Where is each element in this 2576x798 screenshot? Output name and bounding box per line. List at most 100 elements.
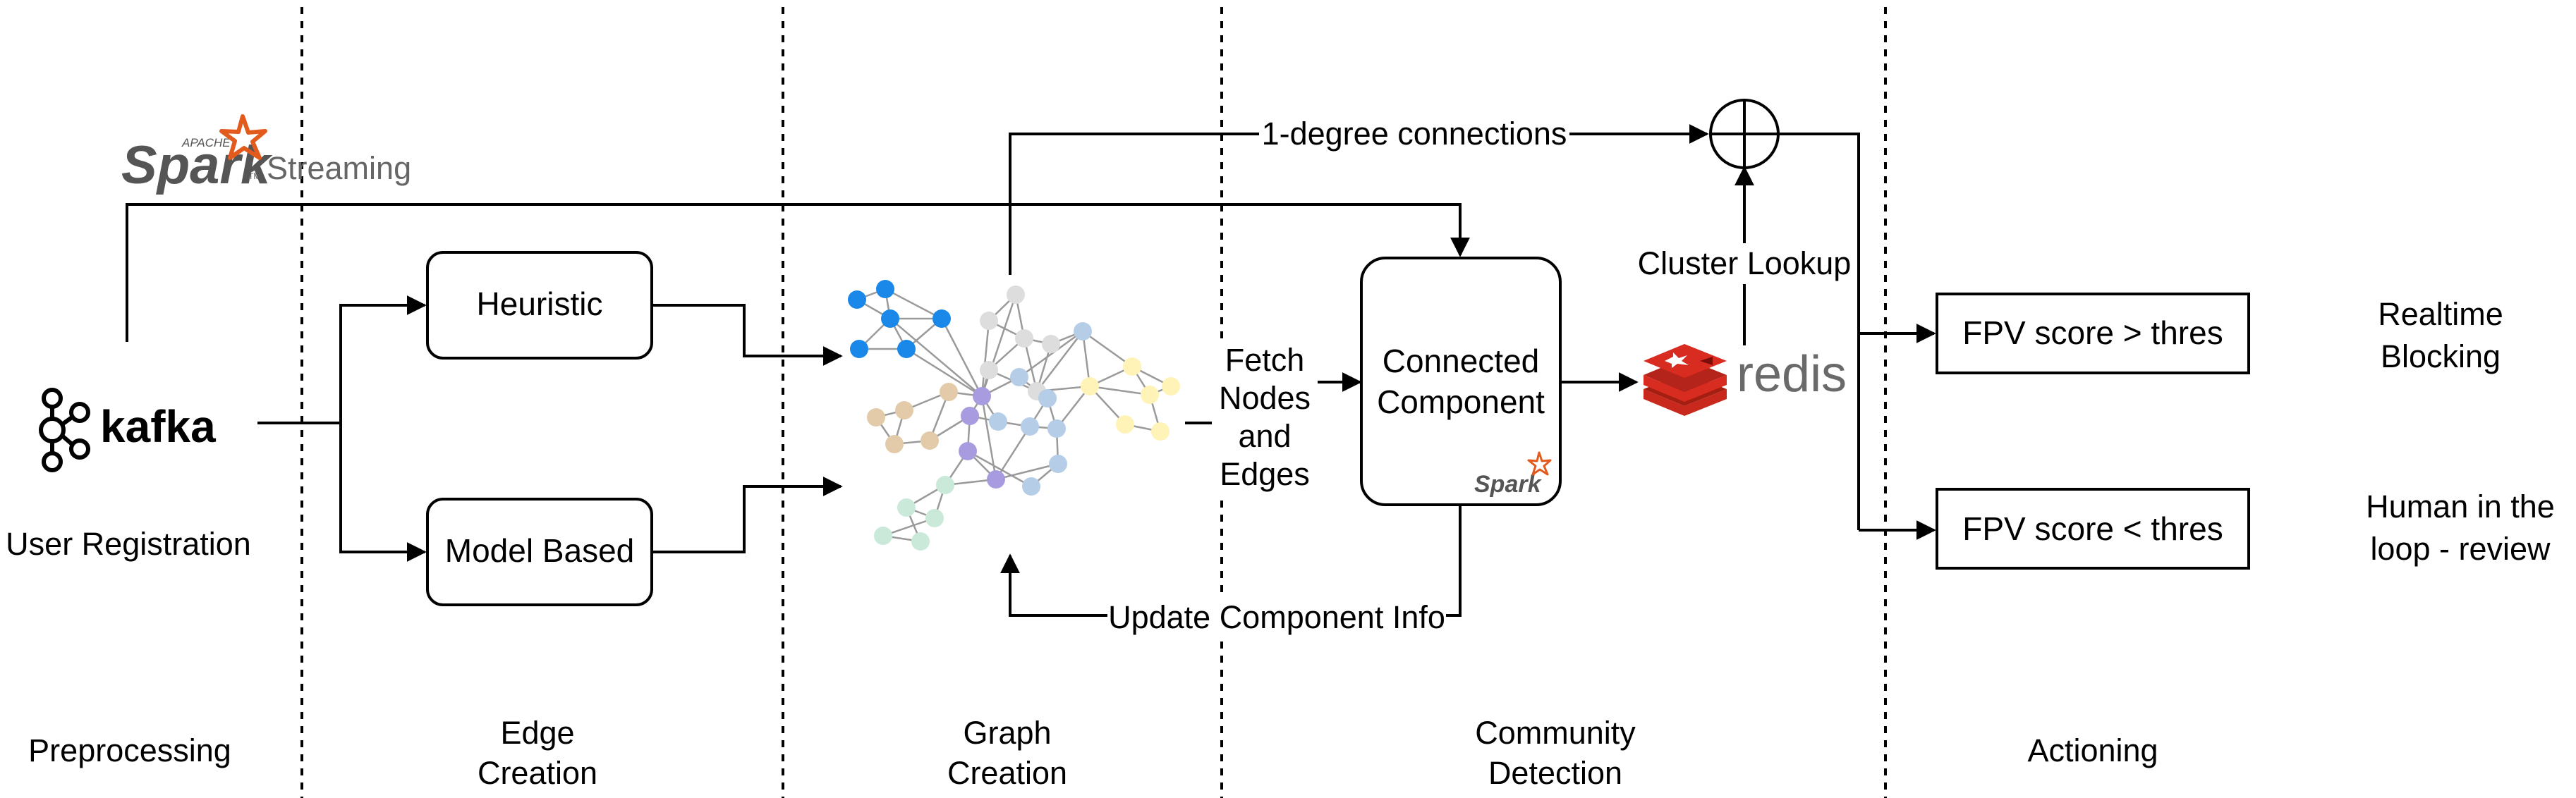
update-component-label: Update Component Info [1108,599,1445,635]
graph-node [1074,322,1092,340]
fpv-low-label: FPV score < thres [1962,510,2223,547]
graph-node [1022,477,1040,496]
connected-component-line2: Component [1377,383,1545,420]
graph-node [911,532,930,551]
graph-edge [1089,385,1150,396]
graph-node [925,509,944,527]
to-model-based-arrow [339,423,427,562]
graph-node [980,361,998,379]
fpv-low-box [1936,488,2250,570]
spark-tm-text: TM [248,171,260,181]
graph-node [936,476,954,494]
graph-node [1123,357,1141,376]
graph-edge [995,462,1059,481]
graph-node [1141,386,1159,404]
model-based-label: Model Based [445,532,635,569]
graph-node [1015,329,1033,348]
spark-streaming-text: Streaming [267,150,411,186]
fetch-label-bg [1212,338,1318,501]
one-degree-label-bg [1259,113,1569,154]
graph-edge [1082,330,1133,368]
spark-star-icon [219,114,267,160]
kafka-icon [39,388,90,472]
graph-edge [940,318,983,397]
kafka-logo: kafka [39,388,216,472]
kafka-text: kafka [100,401,216,452]
realtime-blocking-line1: Realtime [2378,296,2503,332]
graph-node [850,340,868,358]
graph-node [867,408,885,426]
fpv-high-box [1936,293,2250,374]
fetch-label-line2: Nodes [1219,380,1311,416]
stage-actioning: Actioning [2027,732,2158,768]
graph-node [895,401,913,419]
graph-node [1042,335,1060,353]
graph-node [1038,389,1057,407]
redis-text: redis [1737,346,1847,403]
spark-mini-star-icon [1527,451,1552,476]
spark-stream-arrow [126,203,1470,342]
graph-node [848,290,866,309]
cluster-lookup-label: Cluster Lookup [1638,245,1852,281]
graph-node [1162,377,1180,395]
graph-node [921,431,939,450]
graph-node [1081,377,1099,395]
stage-community-line1: Community [1475,715,1636,751]
fetch-label-line3: and [1238,418,1291,454]
graph-node [932,309,951,328]
model-to-graph-arrow [652,477,843,553]
graph-edge [967,450,1032,488]
graph-node [881,309,899,328]
graph-edge [980,395,997,480]
graph-edge [1019,330,1083,379]
update-label-bg [1107,598,1446,636]
stage-edge-line1: Edge [500,715,574,751]
connected-component-line1: Connected [1383,343,1540,379]
realtime-blocking-line2: Blocking [2381,338,2501,374]
human-review-line1: Human in the [2366,489,2555,524]
combine-plus-icon [1709,99,1780,169]
human-review-line2: loop - review [2370,531,2551,567]
cluster-lookup-label-bg [1633,243,1856,284]
graph-node [1151,422,1169,441]
fetch-label-line1: Fetch [1225,342,1305,378]
graph-node [1116,415,1134,434]
user-registration-label: User Registration [6,526,251,562]
to-heuristic-arrow [339,295,427,423]
spark-text: Spark [121,135,273,195]
stage-preprocessing: Preprocessing [28,732,231,768]
graph-edge [980,320,990,397]
graph-node [1049,455,1067,473]
graph-illustration [848,280,1180,551]
redis-cube-icon [1644,344,1727,416]
graph-edge [906,348,983,398]
graph-edge [995,426,1031,480]
fetch-label-line4: Edges [1220,456,1310,492]
graph-node [1021,417,1039,436]
spark-mini-logo: Spark [1474,451,1552,498]
graph-node [897,340,916,358]
graph-node [959,442,977,460]
stage-graph-line2: Creation [947,755,1067,791]
graph-node [940,383,958,401]
connected-component-box [1360,257,1562,506]
graph-node [1007,286,1025,304]
graph-node [961,407,979,425]
graph-edge [889,318,983,397]
spark-apache-text: APACHE [181,136,231,149]
graph-edge [980,294,1017,397]
graph-node [987,470,1005,489]
graph-node [973,387,991,405]
graph-node [989,412,1007,431]
graph-edge [1081,331,1091,387]
spark-streaming-logo: APACHE Spark TM Streaming [121,114,411,195]
combine-out-line [1778,133,1860,530]
stage-community-line2: Detection [1488,755,1622,791]
spark-mini-text: Spark [1474,471,1543,498]
graph-node [874,527,892,545]
graph-node [885,435,904,453]
graph-edge [885,288,942,320]
stage-graph-line1: Graph [963,715,1051,751]
heuristic-label: Heuristic [477,286,603,322]
graph-node [1010,368,1028,386]
